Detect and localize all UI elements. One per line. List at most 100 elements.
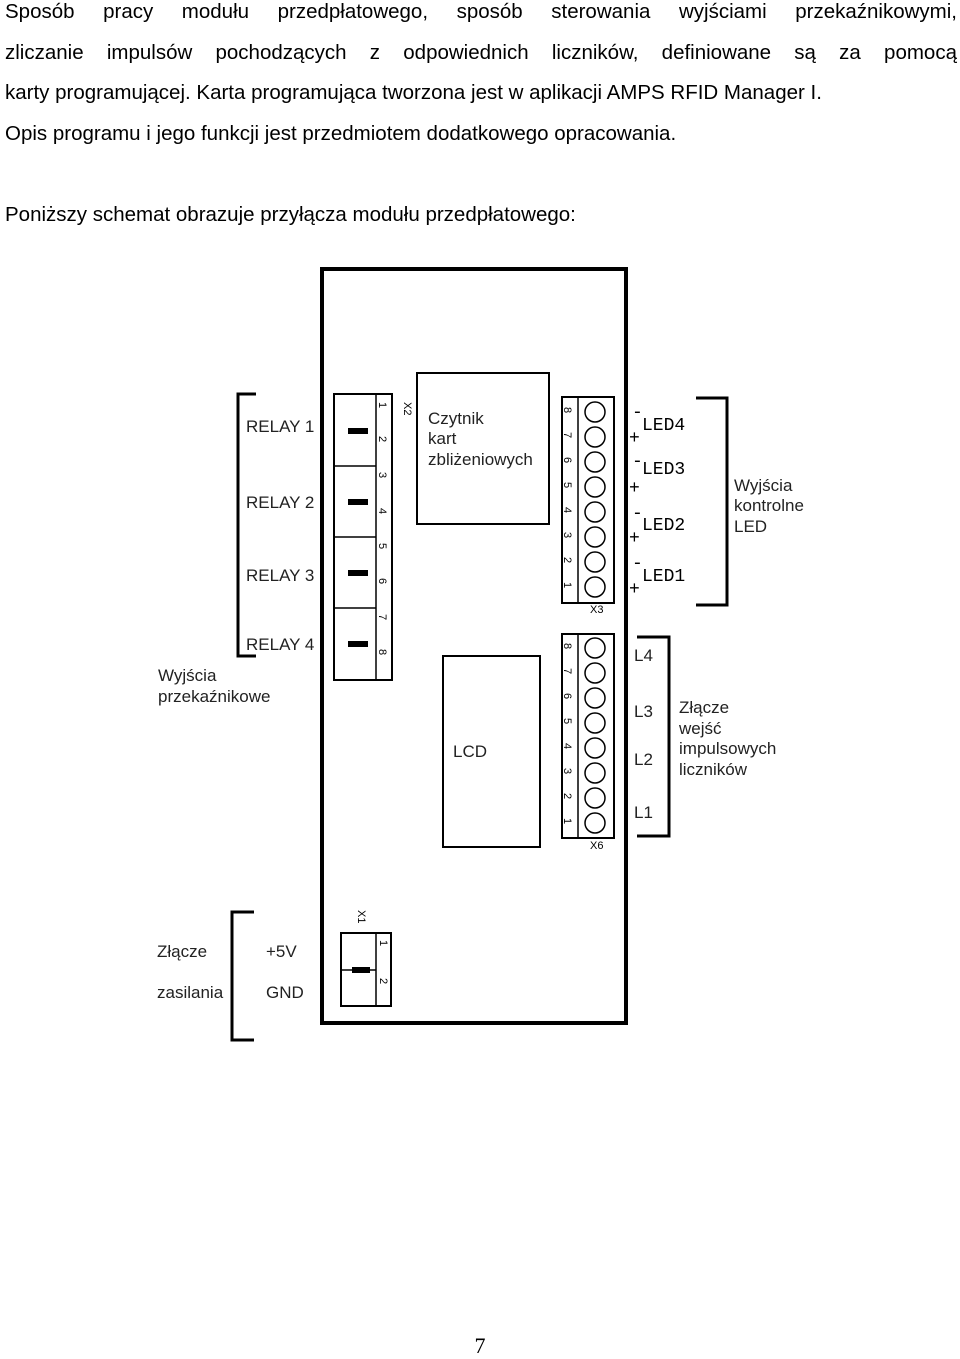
- board-outline: [320, 267, 628, 1025]
- x6-terminal-5: [584, 712, 606, 734]
- counter-input-l2: L2: [634, 750, 653, 769]
- x3-pin-7: 7: [561, 432, 573, 438]
- x6-pin-6: 6: [561, 693, 573, 699]
- reader-label-line-3: zbliżeniowych: [428, 450, 533, 469]
- power-bracket: [230, 910, 254, 1042]
- x2-connector: X2: [333, 393, 413, 681]
- x6-terminal-6: [584, 687, 606, 709]
- counter-bracket: [637, 635, 671, 838]
- power-pin-gnd: GND: [266, 983, 304, 1002]
- relay-4-label: RELAY 4: [246, 635, 314, 654]
- svg-text:+: +: [629, 580, 640, 600]
- relay-1-label: RELAY 1: [246, 417, 314, 436]
- intro-paragraph: Sposób pracy modułu przedpłatowego, spos…: [5, 0, 957, 154]
- x3-label: X3: [590, 604, 603, 616]
- x3-terminal-4: [584, 501, 606, 523]
- relay-2-label: RELAY 2: [246, 493, 314, 512]
- x3-pin-1: 1: [561, 582, 573, 588]
- power-group-label-line-2: zasilania: [157, 983, 224, 1002]
- x3-connector: X3: [561, 396, 615, 616]
- counter-group-label-line-2: wejść: [678, 719, 722, 738]
- x6-terminal-1: [584, 812, 606, 834]
- svg-text:-: -: [632, 452, 643, 472]
- page-number: 7: [474, 1333, 486, 1358]
- reader-label-line-2: kart: [428, 429, 457, 448]
- x1-pin-1: 1: [377, 940, 389, 946]
- x6-connector: X6: [561, 633, 615, 852]
- counter-input-l3: L3: [634, 702, 653, 721]
- x1-label: X1: [355, 910, 367, 923]
- svg-text:-: -: [632, 403, 643, 423]
- x2-pin-4: 4: [376, 508, 388, 514]
- x6-pin-4: 4: [561, 743, 573, 749]
- intro-line-4: Opis programu i jego funkcji jest przedm…: [5, 121, 677, 145]
- led-group-label-line-2: kontrolne: [734, 496, 804, 515]
- x3-terminal-2: [584, 551, 606, 573]
- intro-line-1: Sposób pracy modułu przedpłatowego, spos…: [5, 0, 957, 23]
- counter-input-l4: L4: [634, 646, 653, 665]
- intro-line-2: zliczanie impulsów pochodzących z odpowi…: [5, 40, 957, 64]
- led-group-label-line-1: Wyjścia: [734, 476, 793, 495]
- x3-pin-4: 4: [561, 507, 573, 513]
- reader-label-line-1: Czytnik: [428, 409, 484, 428]
- x6-pin-3: 3: [561, 768, 573, 774]
- diagram-caption-paragraph: Poniższy schemat obrazuje przyłącza modu…: [5, 195, 957, 236]
- x1-pin-2: 2: [377, 978, 389, 984]
- x2-pin-2: 2: [376, 436, 388, 442]
- x1-connector: X1 1 2: [340, 910, 392, 1007]
- counter-group-label-line-4: liczników: [679, 760, 748, 779]
- x2-pin-8: 8: [376, 649, 388, 655]
- x3-pin-8: 8: [561, 407, 573, 413]
- x3-pins: 8 7 6 5 4 3 2 1: [561, 407, 573, 588]
- x6-terminal-4: [584, 737, 606, 759]
- x3-terminal-7: [584, 426, 606, 448]
- x6-pin-7: 7: [561, 668, 573, 674]
- led-group-label-line-3: LED: [734, 517, 767, 536]
- x2-pin-1: 1: [376, 402, 388, 408]
- x3-terminal-1: [584, 576, 606, 598]
- led1-label: LED1: [642, 567, 685, 587]
- x6-label: X6: [590, 840, 603, 852]
- x6-terminal-8: [584, 637, 606, 659]
- x6-terminal-3: [584, 762, 606, 784]
- x3-pin-5: 5: [561, 482, 573, 488]
- x3-terminal-6: [584, 451, 606, 473]
- relay-group-label-line-1: Wyjścia: [158, 666, 217, 685]
- lcd-label: LCD: [453, 742, 487, 761]
- svg-text:-: -: [632, 504, 643, 524]
- x3-terminal-3: [584, 526, 606, 548]
- x6-terminal-7: [584, 662, 606, 684]
- x3-pin-6: 6: [561, 457, 573, 463]
- relay-group-label-line-2: przekaźnikowe: [158, 687, 270, 706]
- led2-label: LED2: [642, 516, 685, 536]
- x3-terminal-8: [584, 401, 606, 423]
- x2-pin-7: 7: [376, 614, 388, 620]
- counter-input-l1: L1: [634, 803, 653, 822]
- relay-bracket: [236, 392, 256, 658]
- intro-line-3: karty programującej. Karta programująca …: [5, 81, 822, 104]
- power-pin-plus5v: +5V: [266, 942, 297, 961]
- svg-text:-: -: [632, 554, 643, 574]
- led4-label: LED4: [642, 416, 685, 436]
- x2-pin-5: 5: [376, 543, 388, 549]
- x6-pin-2: 2: [561, 793, 573, 799]
- diagram-caption: Poniższy schemat obrazuje przyłącza modu…: [5, 203, 576, 226]
- x3-pin-3: 3: [561, 532, 573, 538]
- x6-pin-8: 8: [561, 643, 573, 649]
- counter-group-label-line-1: Złącze: [679, 698, 729, 717]
- x6-pin-5: 5: [561, 718, 573, 724]
- x6-pins: 8 7 6 5 4 3 2 1: [561, 643, 573, 824]
- led3-label: LED3: [642, 460, 685, 480]
- x6-terminal-2: [584, 787, 606, 809]
- x2-pin-3: 3: [376, 472, 388, 478]
- svg-text:+: +: [629, 479, 640, 499]
- svg-text:+: +: [629, 529, 640, 549]
- x3-terminal-5: [584, 476, 606, 498]
- relay-3-label: RELAY 3: [246, 566, 314, 585]
- x3-pin-2: 2: [561, 557, 573, 563]
- lcd-box: [442, 655, 541, 848]
- x2-pins: 1 2 3 4 5 6 7 8: [376, 402, 388, 655]
- x6-pin-1: 1: [561, 818, 573, 824]
- led-bracket: [696, 396, 729, 607]
- card-reader-box: [416, 372, 550, 525]
